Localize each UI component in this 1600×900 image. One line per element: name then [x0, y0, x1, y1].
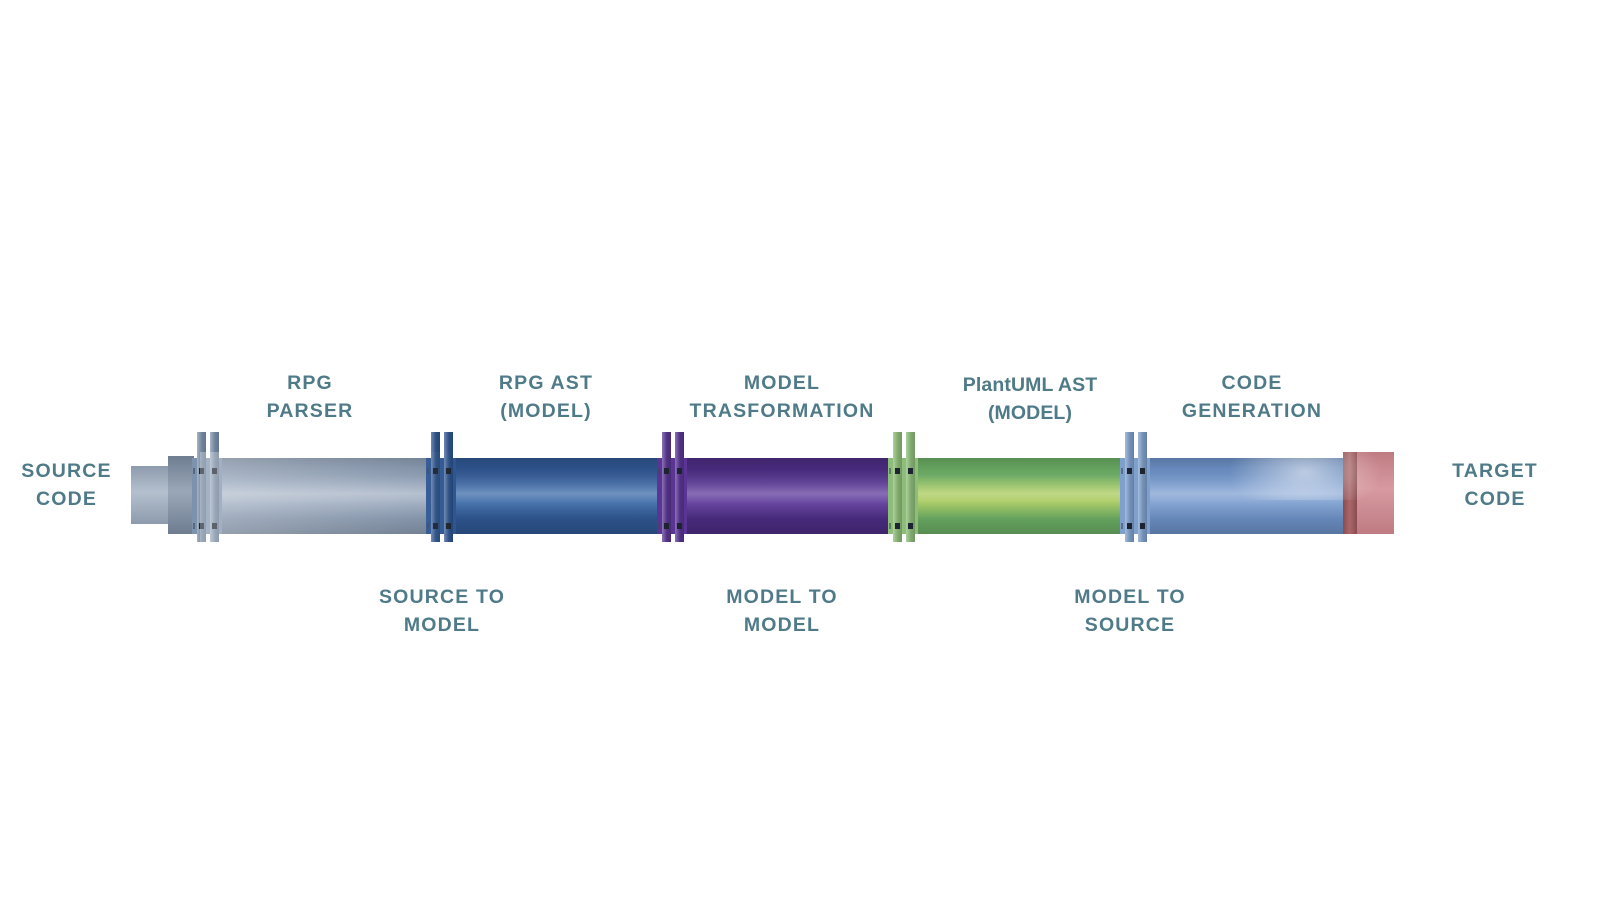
label-rpg-parser: RPG PARSER	[266, 372, 354, 422]
flange-bolt	[908, 468, 913, 474]
pipe-segment-plantuml-ast	[892, 458, 1120, 534]
label-model-to-model: MODEL TO MODEL	[726, 586, 838, 636]
source-end-collar	[168, 456, 194, 534]
label-code-generation: CODE GENERATION	[1181, 372, 1323, 422]
flange-plate-right	[906, 432, 915, 542]
label-plantuml-ast: PlantUML AST (MODEL)	[962, 374, 1098, 424]
segment-body	[892, 458, 1120, 534]
segment-body	[1120, 458, 1353, 534]
flange-bolt-line-bottom	[1121, 523, 1123, 529]
flange-plate-left	[197, 432, 206, 542]
segment-body	[665, 458, 892, 534]
flange-bolt-line-bottom	[193, 523, 195, 529]
flange-bolt	[212, 468, 217, 474]
flange-bolt	[1127, 468, 1132, 474]
source-end-stub	[131, 466, 171, 524]
flange-bolt-line-bottom	[889, 523, 891, 529]
label-target-code: TARGET CODE	[1452, 460, 1538, 510]
flange-bolt	[1127, 523, 1132, 529]
flange-bolt-line-top	[427, 468, 429, 474]
flange-plate-left	[431, 432, 440, 542]
label-rpg-ast: RPG AST (MODEL)	[498, 372, 594, 422]
flange-bolt	[199, 523, 204, 529]
flange-bolt	[199, 468, 204, 474]
label-model-to-source: MODEL TO SOURCE	[1074, 586, 1186, 636]
flange-joint-model-to-model	[655, 432, 689, 542]
flange-plate-right	[210, 432, 219, 542]
flange-bolt-line-top	[193, 468, 195, 474]
flange-bolt	[895, 468, 900, 474]
flange-bolt-line-top	[1121, 468, 1123, 474]
flange-joint-source-to-model	[190, 432, 224, 542]
segment-body	[433, 458, 665, 534]
flange-plate-left	[1125, 432, 1134, 542]
pipe-segment-model-transformation	[665, 458, 892, 534]
flange-plate-right	[444, 432, 453, 542]
target-end-cap	[1357, 452, 1394, 534]
segment-body	[193, 458, 433, 534]
pipe-segment-rpg-ast	[433, 458, 665, 534]
label-source-to-model: SOURCE TO MODEL	[378, 586, 506, 636]
flange-bolt	[664, 523, 669, 529]
flange-plate-left	[662, 432, 671, 542]
flange-bolt	[446, 523, 451, 529]
flange-bolt-line-bottom	[658, 523, 660, 529]
flange-bolt-line-bottom	[427, 523, 429, 529]
flange-plate-right	[675, 432, 684, 542]
flange-bolt	[908, 523, 913, 529]
flange-joint-model-to-source	[1118, 432, 1152, 542]
pipe-segment-code-generation	[1120, 458, 1353, 534]
pipe-segment-source-code	[193, 458, 433, 534]
flange-joint-plantuml-ast	[886, 432, 920, 542]
flange-bolt-line-top	[889, 468, 891, 474]
flange-bolt	[1140, 523, 1145, 529]
flange-bolt	[677, 523, 682, 529]
label-model-transformation: MODEL TRASFORMATION	[689, 372, 875, 422]
flange-bolt	[446, 468, 451, 474]
flange-bolt	[664, 468, 669, 474]
flange-bolt	[895, 523, 900, 529]
flange-bolt	[677, 468, 682, 474]
flange-bolt	[1140, 468, 1145, 474]
flange-plate-left	[893, 432, 902, 542]
flange-bolt	[212, 523, 217, 529]
flange-bolt	[433, 468, 438, 474]
flange-bolt-line-top	[658, 468, 660, 474]
flange-plate-right	[1138, 432, 1147, 542]
label-source-code: SOURCE CODE	[21, 460, 112, 510]
flange-joint-rpg-ast	[424, 432, 458, 542]
flange-bolt	[433, 523, 438, 529]
